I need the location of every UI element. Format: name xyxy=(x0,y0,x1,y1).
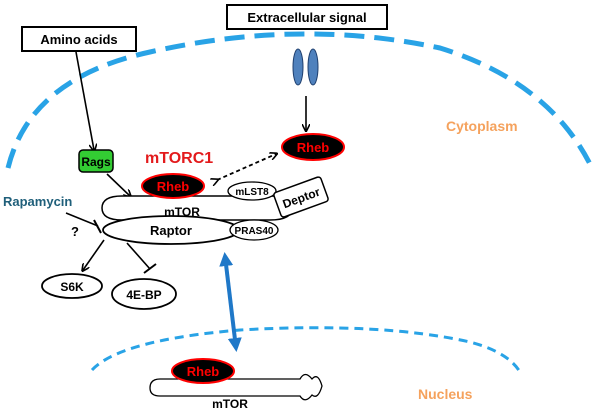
mtor-nucleus-label: mTOR xyxy=(212,397,248,411)
receptor-icon xyxy=(292,48,319,86)
rags-to-mtorc1-arrow xyxy=(106,173,130,196)
rheb-complex: Rheb xyxy=(141,173,205,199)
rheb-translocation-arrow xyxy=(217,154,276,180)
mtorc1-label: mTORC1 xyxy=(145,150,213,167)
cytoplasm-label: Cytoplasm xyxy=(446,118,518,134)
raptor-to-4ebp-inhibition-bar xyxy=(143,263,157,274)
rapamycin-inhibition-line xyxy=(65,212,99,227)
question-mark-label: ? xyxy=(71,224,79,239)
nuclear-envelope xyxy=(90,326,522,373)
s6k-node: S6K xyxy=(41,273,103,299)
raptor-label: Raptor xyxy=(150,223,192,238)
amino-acids-box: Amino acids xyxy=(21,26,137,52)
rheb-membrane: Rheb xyxy=(281,133,345,161)
s6k-label: S6K xyxy=(60,280,84,294)
extracellular-signal-box: Extracellular signal xyxy=(226,4,388,30)
raptor-node: Raptor xyxy=(102,215,240,245)
rapamycin-inhibition-bar xyxy=(93,219,102,234)
rheb-membrane-label: Rheb xyxy=(297,140,330,155)
pras40-label: PRAS40 xyxy=(235,226,274,237)
raptor-to-4ebp-inhibition xyxy=(126,242,151,270)
four-ebp-label: 4E-BP xyxy=(126,288,161,302)
deptor-node: Deptor xyxy=(273,176,329,218)
plasma-membrane xyxy=(5,31,595,170)
rags-label: Rags xyxy=(81,155,111,169)
rheb-nucleus: Rheb xyxy=(171,358,235,384)
amino-acids-to-rags-arrow xyxy=(75,51,94,150)
mlst8-label: mLST8 xyxy=(235,187,269,198)
mlst8-node: mLST8 xyxy=(227,181,277,201)
raptor-to-s6k-arrow xyxy=(83,239,105,270)
rags-box: Rags xyxy=(78,149,114,173)
mtor-nucleus-shape xyxy=(149,373,323,401)
pras40-node: PRAS40 xyxy=(229,219,279,241)
amino-acids-label: Amino acids xyxy=(40,32,117,47)
nuclear-shuttle-arrow xyxy=(219,252,242,352)
extracellular-signal-label: Extracellular signal xyxy=(247,10,366,25)
rheb-nucleus-label: Rheb xyxy=(187,364,220,379)
four-ebp-node: 4E-BP xyxy=(111,278,177,310)
rheb-complex-label: Rheb xyxy=(157,179,190,194)
rapamycin-label: Rapamycin xyxy=(3,194,72,209)
nucleus-label: Nucleus xyxy=(418,386,473,402)
